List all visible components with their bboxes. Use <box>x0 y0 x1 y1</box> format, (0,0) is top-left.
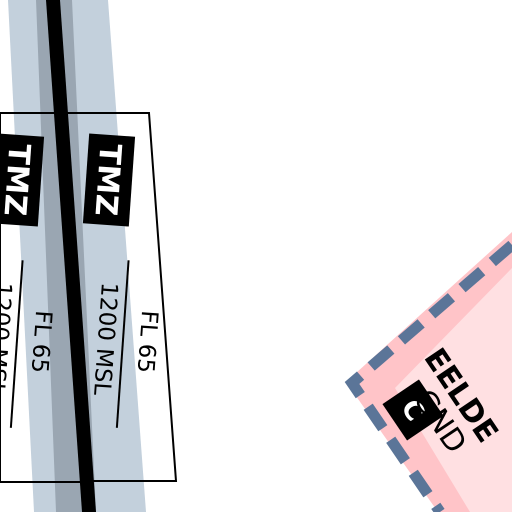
tmz-upper-limit-left: FL 65 <box>26 310 56 374</box>
tmz-limits-left: FL 65 1200 MSL <box>0 260 56 428</box>
ctr-inner-fill <box>395 268 512 512</box>
ctr-airspace[interactable] <box>344 232 512 512</box>
ctr-dashed-boundary <box>344 240 512 512</box>
tmz-badge-right <box>82 133 136 227</box>
tmz-limit-divider-right <box>115 260 130 428</box>
tmz-label-right: TMZ <box>82 133 136 227</box>
tmz-label-left: TMZ <box>0 133 45 227</box>
tmz-label-box-left <box>0 112 89 483</box>
tmz-upper-limit-right: FL 65 <box>132 310 162 374</box>
ctr-label: C EELDE GND <box>382 342 505 460</box>
tmz-badge-text-right: TMZ <box>88 143 128 217</box>
tmz-limit-divider-left <box>9 260 24 428</box>
tmz-badge-left <box>0 133 45 227</box>
tmz-label-box-right <box>64 112 178 482</box>
tmz-badge-text-left: TMZ <box>0 143 36 217</box>
airspace-class-badge <box>382 379 444 441</box>
